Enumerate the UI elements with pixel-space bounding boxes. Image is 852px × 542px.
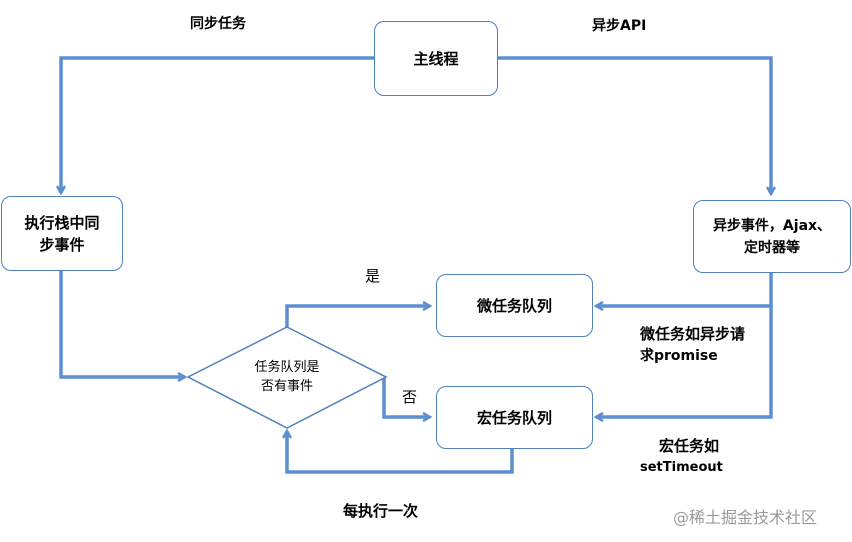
microtask-queue-label: 微任务队列 xyxy=(476,296,552,315)
arrow-decision-no xyxy=(382,377,430,417)
decision-label: 任务队列是 否有事件 xyxy=(254,360,320,394)
sync-stack-label: 执行栈中同 步事件 xyxy=(24,213,100,254)
async-events-label: 异步事件，Ajax、 定时器等 xyxy=(712,217,832,256)
main-thread-label: 主线程 xyxy=(413,49,459,68)
macrotask-note-line1: 宏任务如 xyxy=(659,437,720,455)
macrotask-queue-label: 宏任务队列 xyxy=(476,408,552,427)
async-events-node: 异步事件，Ajax、 定时器等 xyxy=(693,200,851,273)
decision-diamond xyxy=(186,326,388,429)
each-execution-label: 每执行一次 xyxy=(343,502,419,520)
sync-tasks-label: 同步任务 xyxy=(190,16,246,32)
arrow-main-to-sync xyxy=(61,56,374,193)
no-label: 否 xyxy=(402,388,418,406)
main-thread-node: 主线程 xyxy=(374,21,498,96)
microtask-queue-node: 微任务队列 xyxy=(436,274,593,337)
arrow-async-to-microtask xyxy=(596,273,773,306)
arrow-sync-to-decision xyxy=(59,271,185,377)
yes-label: 是 xyxy=(365,267,381,285)
sync-stack-node: 执行栈中同 步事件 xyxy=(1,196,123,271)
arrow-async-to-macrotask xyxy=(596,306,773,417)
arrow-main-to-async xyxy=(498,56,771,194)
macrotask-queue-node: 宏任务队列 xyxy=(436,386,593,449)
decision-label-box: 任务队列是 否有事件 xyxy=(228,358,346,396)
microtask-note-line1: 微任务如异步请 xyxy=(640,325,746,343)
microtask-note-line2: 求promise xyxy=(640,348,718,364)
arrow-decision-yes xyxy=(285,306,430,327)
arrow-macrotask-loop xyxy=(287,431,514,474)
macrotask-note-line2: setTimeout xyxy=(640,460,723,475)
async-api-label: 异步API xyxy=(592,18,647,34)
watermark: @稀土掘金技术社区 xyxy=(673,508,818,527)
